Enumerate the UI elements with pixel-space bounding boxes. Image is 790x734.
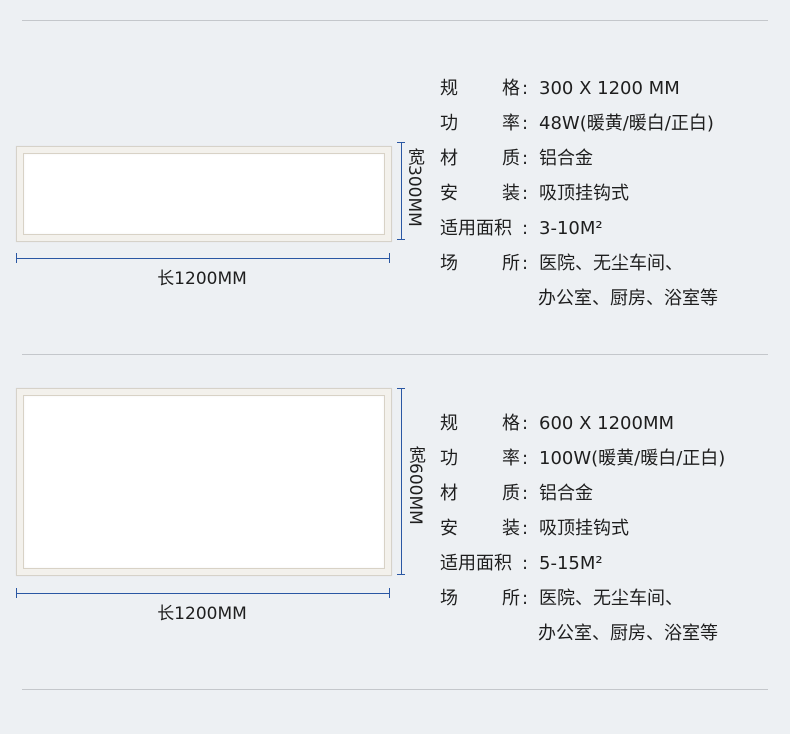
length-dimension-tick-right [389,588,390,598]
width-dimension-line [401,388,402,575]
panel-light-300x1200 [16,146,392,242]
length-label: 长1200MM [157,604,247,624]
spec-value: 100W(暖黄/暖白/正白) [539,448,726,469]
spec-key: 适用面积 [440,553,512,574]
spec-key: 规格 [440,413,520,434]
width-dimension-tick-top [397,142,405,143]
width-label: 宽300MM [404,148,424,227]
spec-value: 5-15M² [539,553,603,574]
spec-value: 吸顶挂钩式 [539,518,629,539]
width-label: 宽600MM [405,446,425,525]
length-dimension-tick-left [16,253,17,263]
spec-key: 安装 [440,518,520,539]
spec-key: 适用面积 [440,218,512,239]
panel-diffuser [23,153,385,235]
width-dimension-tick-top [397,388,405,389]
spec-key: 规格 [440,78,520,99]
length-label: 长1200MM [157,269,247,289]
spec-value: 吸顶挂钩式 [539,183,629,204]
spec-key: 材质 [440,483,520,504]
length-dimension-line [16,258,390,259]
spec-value: 48W(暖黄/暖白/正白) [539,113,714,134]
width-dimension-tick-bottom [397,239,405,240]
spec-key: 安装 [440,183,520,204]
spec-value: 600 X 1200MM [539,413,674,434]
length-dimension-tick-left [16,588,17,598]
width-dimension-line [401,142,402,240]
spec-value: 300 X 1200 MM [539,78,680,99]
length-dimension-line [16,593,390,594]
spec-value: 铝合金 [539,483,593,504]
spec-value: 3-10M² [539,218,603,239]
spec-key: 场所 [440,588,520,609]
width-dimension-tick-bottom [397,574,405,575]
spec-value: 医院、无尘车间、 [539,253,683,274]
length-dimension-tick-right [389,253,390,263]
spec-key: 场所 [440,253,520,274]
spec-venue-continuation: 办公室、厨房、浴室等 [538,623,718,644]
spec-key: 功率 [440,448,520,469]
middle-divider [22,354,768,355]
panel-light-600x1200 [16,388,392,576]
spec-value: 铝合金 [539,148,593,169]
top-divider [22,20,768,21]
spec-key: 功率 [440,113,520,134]
spec-key: 材质 [440,148,520,169]
panel-diffuser [23,395,385,569]
bottom-divider [22,689,768,690]
spec-venue-continuation: 办公室、厨房、浴室等 [538,288,718,309]
spec-value: 医院、无尘车间、 [539,588,683,609]
